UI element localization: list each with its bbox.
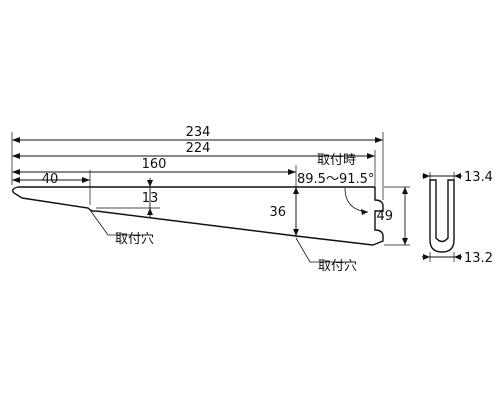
mounting-angle-arc bbox=[344, 187, 369, 213]
dimension-hole-distance-label: 160 bbox=[142, 157, 167, 172]
dimension-160: 160 bbox=[12, 157, 296, 175]
dimension-end-width-top: 13.4 bbox=[422, 170, 493, 185]
bracket-bottom-edge bbox=[21, 197, 374, 246]
hole-callout-rear: 取付穴 bbox=[295, 237, 357, 274]
dimension-rear-hole-height-label: 36 bbox=[269, 205, 286, 220]
dimension-40: 40 bbox=[12, 172, 90, 187]
hole-callout-front: 取付穴 bbox=[89, 209, 154, 247]
bracket-front-tip bbox=[11, 186, 23, 199]
extension-lines bbox=[11, 132, 410, 246]
mounting-angle-value: 89.5～91.5° bbox=[297, 172, 374, 187]
hole-label-front: 取付穴 bbox=[115, 232, 154, 247]
dimension-inner-length-label: 224 bbox=[186, 141, 211, 156]
dimension-end-width-bottom: 13.2 bbox=[422, 251, 493, 266]
bracket-side-view bbox=[11, 186, 384, 246]
dimension-49: 49 bbox=[376, 187, 408, 245]
end-view-outline bbox=[429, 179, 455, 253]
dimension-total-length-label: 234 bbox=[186, 125, 211, 140]
mounting-angle-annotation: 取付時 89.5～91.5° bbox=[297, 153, 374, 215]
dimension-overall-height-label: 49 bbox=[376, 209, 393, 224]
dimension-224: 224 bbox=[12, 141, 375, 159]
hole-label-rear: 取付穴 bbox=[318, 259, 357, 274]
dimension-end-width-bottom-label: 13.2 bbox=[464, 251, 493, 266]
dimension-234: 234 bbox=[12, 125, 383, 143]
mounting-angle-title: 取付時 bbox=[317, 153, 356, 168]
dimension-13: 13 bbox=[96, 178, 160, 218]
bracket-rear-hooks bbox=[372, 187, 384, 246]
dimension-front-height-label: 13 bbox=[142, 191, 159, 206]
dimension-end-width-top-label: 13.4 bbox=[464, 170, 493, 185]
dimension-front-offset-label: 40 bbox=[42, 172, 59, 187]
dimension-36: 36 bbox=[269, 187, 299, 236]
bracket-end-view: 13.4 13.2 bbox=[422, 170, 493, 266]
